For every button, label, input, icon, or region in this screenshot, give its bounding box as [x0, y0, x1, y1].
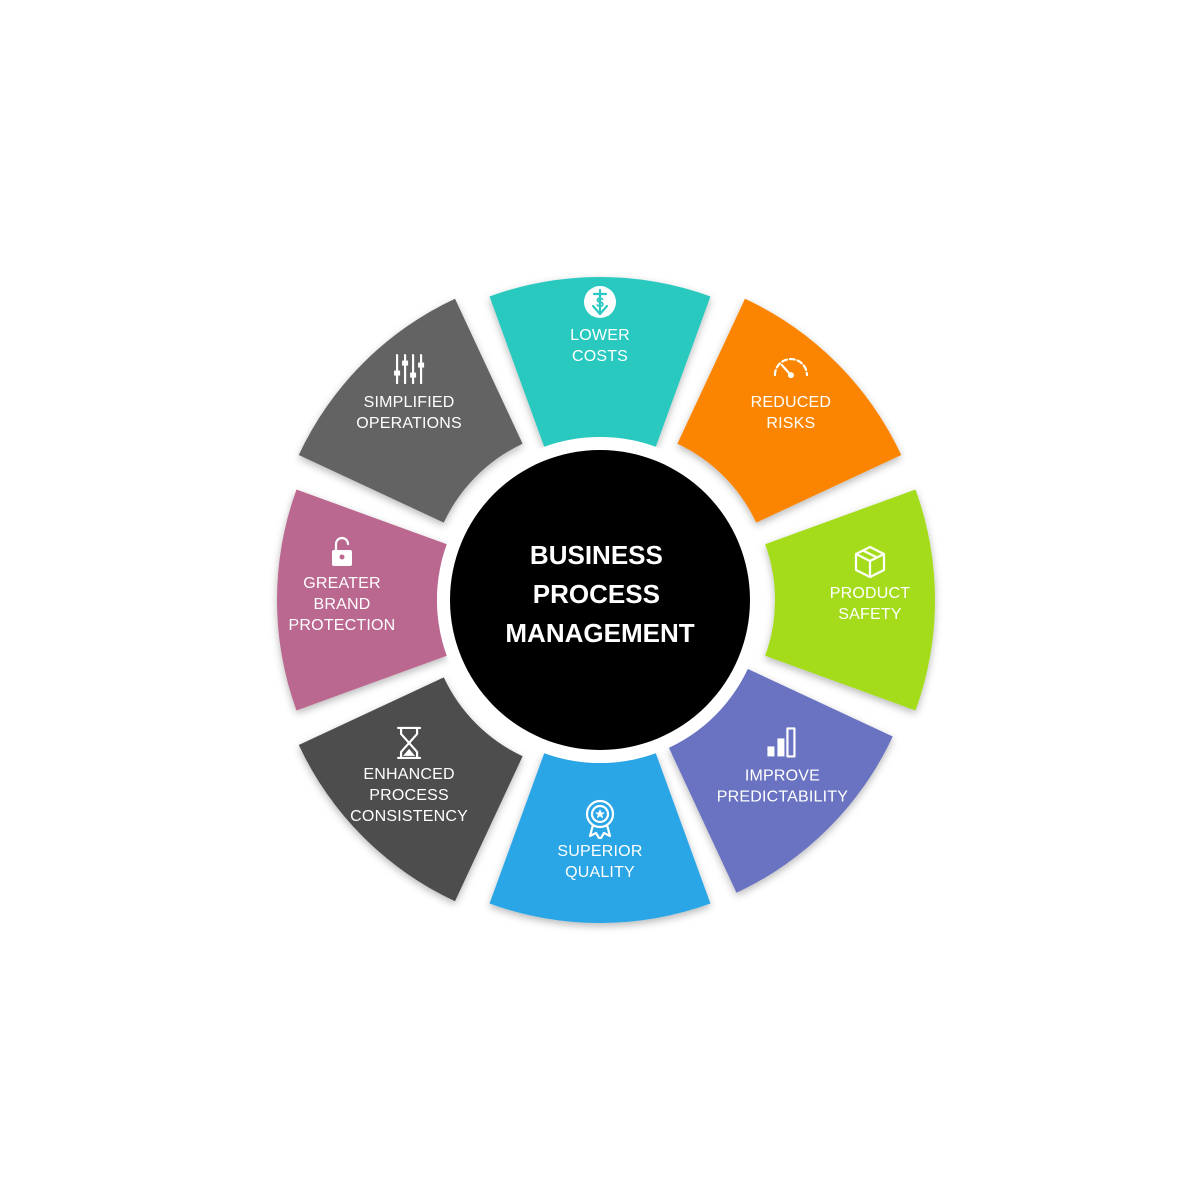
segment-label-line: BRAND	[313, 596, 370, 613]
segments-layer: $ LOWER COSTS REDUCED RISKS PRODUCT SAFETY IMPR…	[277, 277, 935, 923]
segment-superior-quality: SUPERIOR QUALITY	[489, 753, 711, 923]
segment-label: SIMPLIFIED OPERATIONS	[356, 394, 462, 432]
lock-icon	[332, 536, 352, 566]
segment-label-line: IMPROVE	[745, 767, 820, 784]
center-title-line: MANAGEMENT	[505, 618, 694, 648]
segment-wedge	[668, 668, 893, 893]
segment-label: SUPERIOR QUALITY	[557, 843, 642, 881]
segment-label: ENHANCED PROCESS CONSISTENCY	[350, 766, 468, 825]
hourglass-icon	[396, 726, 422, 760]
segment-label-line: QUALITY	[565, 864, 635, 881]
segment-simplified-operations: SIMPLIFIED OPERATIONS	[298, 298, 523, 523]
segment-label: IMPROVE PREDICTABILITY	[717, 767, 849, 805]
segment-label: LOWER COSTS	[570, 327, 630, 365]
center-title-line: PROCESS	[533, 579, 660, 609]
segment-label-line: CONSISTENCY	[350, 808, 468, 825]
segment-wedge	[765, 489, 935, 711]
segment-label-line: COSTS	[572, 348, 628, 365]
segment-label-line: PROCESS	[369, 787, 449, 804]
segment-label: GREATER BRAND PROTECTION	[289, 575, 396, 634]
segment-label-line: RISKS	[766, 415, 815, 432]
segment-label-line: SAFETY	[838, 606, 902, 623]
segment-label-line: SUPERIOR	[557, 843, 642, 860]
segment-label-line: REDUCED	[751, 394, 832, 411]
segment-improve-predictability: IMPROVE PREDICTABILITY	[668, 668, 893, 893]
segment-wedge	[298, 677, 523, 902]
segment-wedge	[298, 298, 523, 523]
segment-label-line: PRODUCT	[830, 585, 911, 602]
segment-greater-brand-protection: GREATER BRAND PROTECTION	[277, 489, 447, 711]
segment-label-line: OPERATIONS	[356, 415, 462, 432]
segment-wedge	[277, 489, 447, 711]
segment-product-safety: PRODUCT SAFETY	[765, 489, 935, 711]
segment-label-line: LOWER	[570, 327, 630, 344]
center-disc	[450, 450, 750, 750]
dollar-down-icon: $	[584, 286, 616, 318]
award-badge-icon	[585, 799, 615, 840]
center-hub: BUSINESS PROCESS MANAGEMENT	[437, 437, 763, 763]
segment-label: PRODUCT SAFETY	[830, 585, 911, 623]
center-title-line: BUSINESS	[530, 540, 663, 570]
gauge-icon	[773, 357, 809, 379]
bar-chart-icon	[767, 727, 796, 758]
segment-label-line: PROTECTION	[289, 617, 396, 634]
box-icon	[854, 545, 886, 579]
segment-wedge	[489, 277, 711, 447]
segment-label-line: PREDICTABILITY	[717, 788, 849, 805]
segment-label: REDUCED RISKS	[751, 394, 832, 432]
segment-enhanced-process-consistency: ENHANCED PROCESS CONSISTENCY	[298, 677, 523, 902]
segment-reduced-risks: REDUCED RISKS	[677, 298, 902, 523]
segment-label-line: ENHANCED	[363, 766, 454, 783]
segment-label-line: SIMPLIFIED	[364, 394, 455, 411]
center-title: BUSINESS PROCESS MANAGEMENT	[505, 540, 694, 648]
sliders-icon	[394, 353, 425, 385]
segment-label-line: GREATER	[303, 575, 381, 592]
segment-wedge	[677, 298, 902, 523]
segment-lower-costs: $ LOWER COSTS	[489, 277, 711, 447]
svg-text:$: $	[596, 294, 604, 310]
